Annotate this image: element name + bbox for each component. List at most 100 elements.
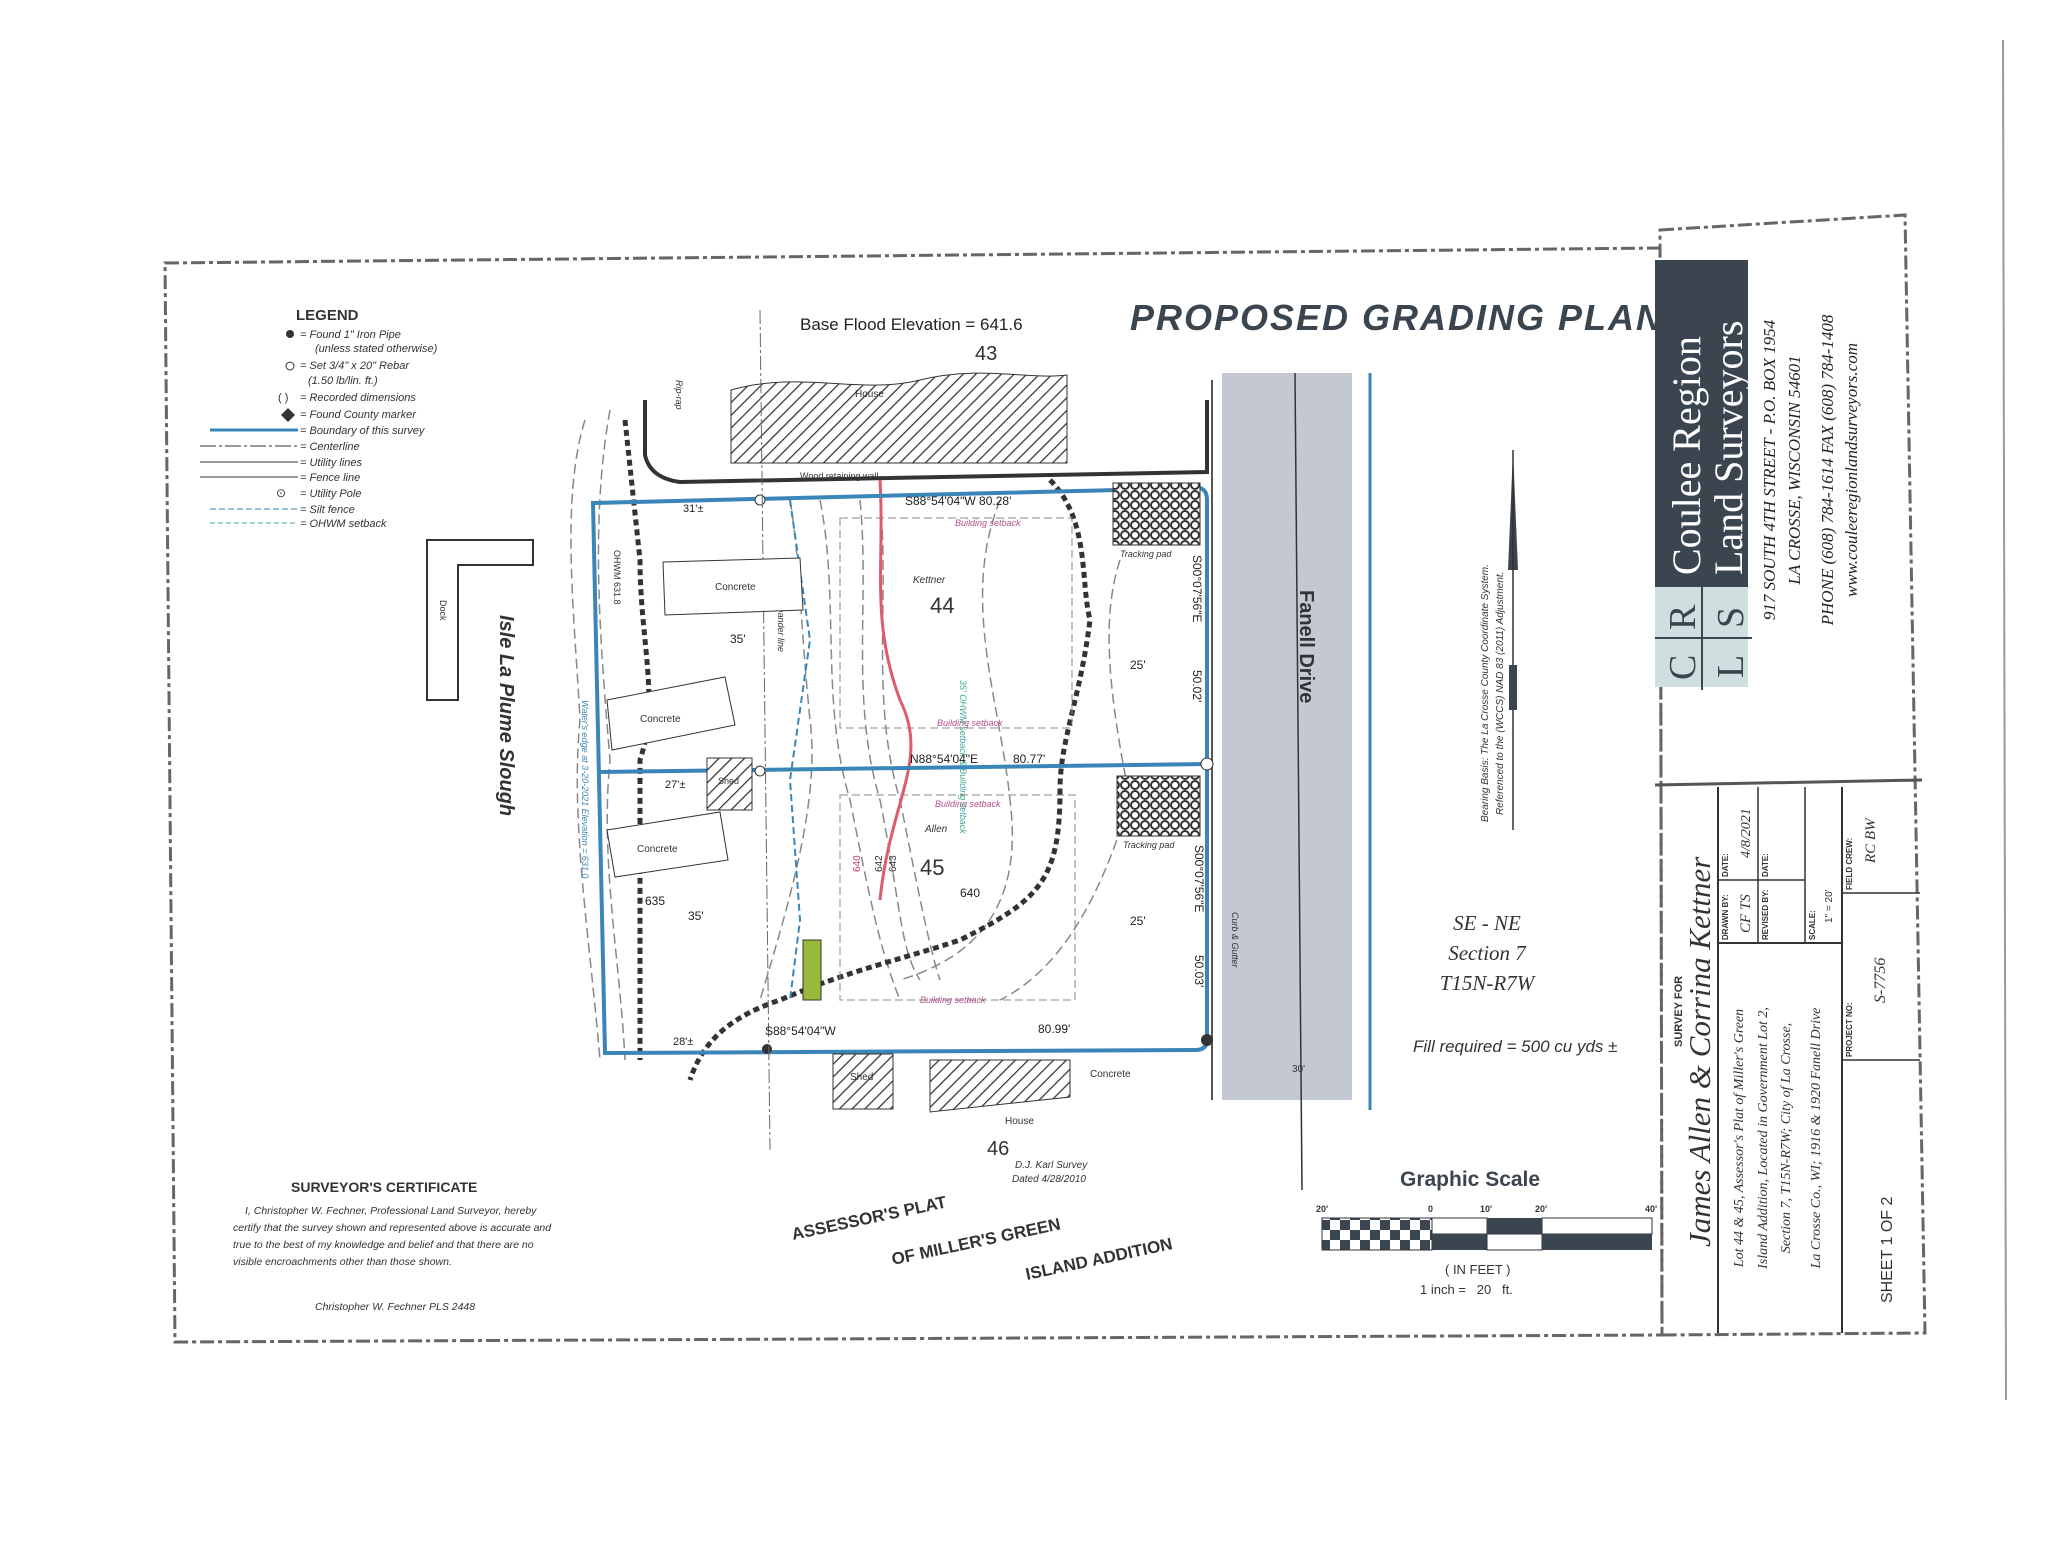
svg-text:(1.50 lb/lin. ft.): (1.50 lb/lin. ft.) (308, 375, 378, 387)
drawing-frame (163, 246, 1664, 1344)
svg-text:Land Surveyors: Land Surveyors (1706, 321, 1751, 575)
page-edge (2002, 39, 2007, 1401)
slough-label: Isle La Plume Slough (495, 615, 517, 816)
road-surface (1222, 373, 1352, 1100)
plan-title: PROPOSED GRADING PLAN (1130, 297, 1664, 338)
tracking-pad-north (1112, 482, 1201, 546)
svg-text:S88°54'04"W: S88°54'04"W (765, 1024, 836, 1038)
lot-boundary (590, 485, 1214, 1056)
svg-text:1 inch = 20 ft.: 1 inch = 20 ft. (1420, 1282, 1513, 1297)
svg-text:28'±: 28'± (673, 1036, 693, 1048)
svg-text:80.99': 80.99' (1038, 1022, 1070, 1036)
svg-text:SURVEY FOR: SURVEY FOR (1673, 976, 1685, 1047)
svg-text:visible encroachments other th: visible encroachments other than those s… (233, 1256, 452, 1268)
svg-text:40': 40' (1645, 1204, 1657, 1214)
svg-text:25': 25' (1130, 914, 1146, 928)
svg-text:S88°54'04"W 80.28': S88°54'04"W 80.28' (905, 494, 1011, 508)
svg-text:ISLAND ADDITION: ISLAND ADDITION (1024, 1234, 1174, 1284)
logo-box (1655, 260, 1748, 587)
svg-text:31'±: 31'± (683, 503, 703, 515)
svg-text:= Utility Pole: = Utility Pole (300, 488, 361, 500)
title-block-frame (1658, 213, 1927, 1337)
svg-text:Island Addition, Located in Go: Island Addition, Located in Government L… (1756, 1007, 1771, 1270)
svg-text:20': 20' (1316, 1204, 1328, 1214)
tracking-pad-south (1116, 775, 1201, 837)
svg-text:La Crosse Co., WI; 1916 & 192: La Crosse Co., WI; 1916 & 1920 Fanell Dr… (1809, 1008, 1824, 1270)
svg-text:35' OHWM setback & Building se: 35' OHWM setback & Building setback (958, 680, 968, 834)
svg-text:Shed: Shed (718, 776, 739, 786)
rebar-icon (285, 361, 295, 371)
client-name: James Allen & Corrina Kettner (1682, 856, 1717, 1247)
svg-text:CF TS: CF TS (1738, 894, 1754, 933)
svg-text:642: 642 (874, 855, 885, 872)
legend-heading: LEGEND (296, 307, 359, 324)
svg-text:SURVEYOR'S CERTIFICATE: SURVEYOR'S CERTIFICATE (291, 1179, 477, 1195)
svg-text:R: R (1662, 604, 1704, 630)
building-setback-45 (839, 794, 1076, 1001)
company-logo-block: Coulee Region Land Surveyors C R L S 917… (1655, 260, 1861, 690)
svg-text:OF MILLER'S GREEN: OF MILLER'S GREEN (890, 1215, 1062, 1269)
svg-text:true to the best of my knowled: true to the best of my knowledge and bel… (233, 1239, 534, 1251)
svg-text:certify that the survey shown: certify that the survey shown and repres… (233, 1222, 552, 1234)
svg-text:= Set 3/4" x 20" Rebar: = Set 3/4" x 20" Rebar (300, 360, 410, 372)
road-width: 30' (1292, 1064, 1305, 1075)
svg-text:Building setback: Building setback (920, 995, 986, 1005)
svg-text:D.J. Karl Survey: D.J. Karl Survey (1015, 1160, 1088, 1171)
fanell-drive: Fanell Drive Curb & Gutter 30' (1211, 372, 1372, 1191)
svg-text:(unless stated otherwise): (unless stated otherwise) (315, 343, 438, 355)
svg-text:L: L (1710, 655, 1752, 678)
svg-text:Building setback: Building setback (935, 799, 1001, 809)
svg-text:10': 10' (1480, 1204, 1492, 1214)
svg-text:SCALE:: SCALE: (1808, 910, 1817, 940)
svg-text:REVISED BY:: REVISED BY: (1761, 889, 1770, 940)
svg-text:Dated 4/28/2010: Dated 4/28/2010 (1012, 1174, 1086, 1185)
shed-north (706, 757, 753, 811)
svg-text:20': 20' (1535, 1204, 1547, 1214)
svg-text:Tracking pad: Tracking pad (1123, 840, 1175, 850)
svg-text:Wood retaining wall: Wood retaining wall (800, 471, 878, 481)
svg-text:RC BW: RC BW (1863, 817, 1879, 864)
svg-text:House: House (855, 389, 884, 400)
title-block: SURVEY FOR James Allen & Corrina Kettner… (1673, 787, 1920, 1333)
svg-text:House: House (1005, 1116, 1034, 1127)
svg-text:FIELD CREW:: FIELD CREW: (1845, 838, 1854, 890)
divider (1654, 778, 1923, 787)
svg-text:= Utility lines: = Utility lines (300, 457, 363, 469)
signature: Christopher W. Fechner PLS 2448 (315, 1301, 475, 1313)
south-house (929, 1059, 1071, 1113)
iron-pipe-icon (286, 330, 294, 338)
svg-text:= Silt fence: = Silt fence (300, 504, 355, 516)
svg-text:= Recorded dimensions: = Recorded dimensions (300, 392, 416, 404)
svg-text:LA CROSSE, WISCONSIN 54601: LA CROSSE, WISCONSIN 54601 (1785, 355, 1804, 585)
stairs (802, 939, 822, 1001)
svg-text:25': 25' (1130, 658, 1146, 672)
svg-text:( IN FEET ): ( IN FEET ) (1445, 1262, 1510, 1277)
lot-45-label: 45 (920, 855, 944, 880)
contour-lines (570, 409, 1131, 1061)
svg-text:1" = 20': 1" = 20' (1824, 889, 1835, 923)
graphic-scale: Graphic Scale 20' 0 10' 20' 40' ( IN FEE… (1316, 1168, 1657, 1297)
svg-text:ASSESSOR'S PLAT: ASSESSOR'S PLAT (790, 1192, 949, 1244)
silt-fence (788, 499, 812, 1001)
svg-text:Coulee Region: Coulee Region (1664, 336, 1709, 575)
svg-text:DATE:: DATE: (1761, 853, 1770, 877)
svg-text:N88°54'04"E: N88°54'04"E (910, 752, 978, 766)
svg-text:Concrete: Concrete (715, 582, 756, 593)
svg-text:OHWM 631.8: OHWM 631.8 (612, 550, 622, 605)
svg-text:Concrete: Concrete (640, 714, 681, 725)
svg-text:SE - NE: SE - NE (1453, 911, 1521, 935)
meander-line (759, 309, 771, 1151)
assessors-plat-label: ASSESSOR'S PLAT OF MILLER'S GREEN ISLAND… (790, 1192, 1174, 1284)
svg-text:DRAWN BY:: DRAWN BY: (1721, 894, 1730, 940)
svg-text:= OHWM setback: = OHWM setback (300, 518, 387, 530)
lot-44-label: 44 (930, 593, 954, 618)
svg-text:I, Christopher W. Fechner, Pro: I, Christopher W. Fechner, Professional … (245, 1205, 537, 1217)
svg-text:643: 643 (888, 855, 899, 872)
retaining-wall (643, 400, 1209, 485)
dock (426, 539, 534, 701)
svg-text:S-7756: S-7756 (1872, 958, 1889, 1003)
svg-text:Concrete: Concrete (1090, 1069, 1131, 1080)
existing-635-contour (622, 419, 652, 1060)
svg-text:0: 0 (1428, 1204, 1433, 1214)
utility-pole-icon: ⊙ (276, 486, 286, 500)
